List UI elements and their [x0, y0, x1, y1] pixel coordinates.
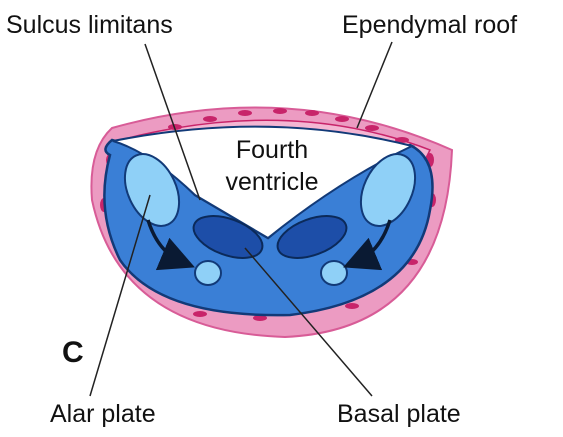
label-fourth-ventricle-line1: Fourth	[222, 138, 322, 163]
migrated-nucleus-left	[195, 261, 221, 285]
label-ependymal-roof: Ependymal roof	[342, 13, 517, 38]
label-sulcus-limitans: Sulcus limitans	[6, 13, 173, 38]
label-alar-plate: Alar plate	[50, 402, 156, 427]
label-basal-plate: Basal plate	[337, 402, 461, 427]
leader-line-ependymal-roof	[357, 42, 392, 128]
label-fourth-ventricle-line2: ventricle	[212, 170, 332, 195]
migrated-nucleus-right	[321, 261, 347, 285]
panel-letter: C	[62, 338, 84, 368]
